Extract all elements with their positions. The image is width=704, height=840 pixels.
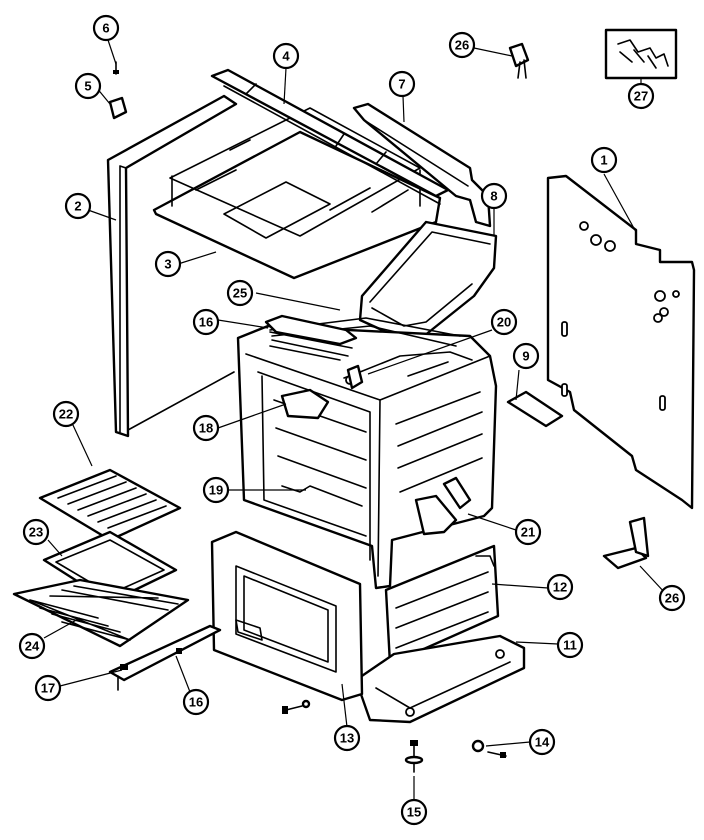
callout-13: 13 xyxy=(333,724,361,752)
callout-22: 22 xyxy=(52,400,80,428)
callout-15: 15 xyxy=(400,798,428,826)
callout-label: 5 xyxy=(84,79,91,94)
callout-26-top: 26 xyxy=(448,31,476,59)
callout-label: 24 xyxy=(25,639,40,654)
callout-26-side: 26 xyxy=(658,584,686,612)
part-base-pan xyxy=(354,634,526,724)
leader-lines xyxy=(43,39,667,800)
callout-label: 23 xyxy=(29,525,43,540)
callout-label: 14 xyxy=(535,735,550,750)
callout-label: 18 xyxy=(199,421,213,436)
callout-label: 13 xyxy=(340,731,354,746)
callout-label: 21 xyxy=(521,525,535,540)
callout-11: 11 xyxy=(556,631,584,659)
callout-21: 21 xyxy=(514,518,542,546)
callout-8: 8 xyxy=(480,182,508,210)
part-wire-connector xyxy=(508,42,530,79)
part-terminal-block xyxy=(604,28,678,80)
part-top-rail xyxy=(210,68,450,205)
callout-label: 12 xyxy=(553,580,567,595)
part-bracket xyxy=(506,390,564,428)
callout-label: 17 xyxy=(41,681,55,696)
part-screws-front xyxy=(282,699,311,714)
callout-label: 25 xyxy=(233,286,247,301)
part-oven-cavity xyxy=(236,317,498,590)
callout-label: 11 xyxy=(563,638,577,653)
callout-2: 2 xyxy=(64,192,92,220)
callout-23: 23 xyxy=(22,518,50,546)
callout-9: 9 xyxy=(512,342,540,370)
callout-label: 16 xyxy=(199,315,213,330)
part-oven-rack xyxy=(12,578,190,648)
callout-17: 17 xyxy=(34,674,62,702)
part-right-side-panel xyxy=(546,174,696,510)
callout-label: 3 xyxy=(164,257,171,272)
part-valve xyxy=(414,476,472,536)
callout-1: 1 xyxy=(590,146,618,174)
part-side-baffle xyxy=(384,544,500,666)
callout-19: 19 xyxy=(202,476,230,504)
callout-25: 25 xyxy=(226,279,254,307)
part-igniter-tube xyxy=(343,351,473,390)
part-burner-tube xyxy=(264,314,358,361)
callout-6: 6 xyxy=(92,14,120,42)
callout-label: 2 xyxy=(74,199,81,214)
callout-7: 7 xyxy=(388,70,416,98)
callout-16-rail: 16 xyxy=(182,688,210,716)
callout-5: 5 xyxy=(74,72,102,100)
callout-label: 9 xyxy=(522,349,529,364)
part-left-side-panel xyxy=(106,94,238,438)
callout-label: 1 xyxy=(600,153,607,168)
part-angle-bracket xyxy=(602,516,650,570)
part-drawer-front xyxy=(210,530,364,702)
callout-20: 20 xyxy=(490,308,518,336)
callout-label: 19 xyxy=(209,483,223,498)
part-flue-panel xyxy=(352,102,492,228)
callout-label: 6 xyxy=(102,21,109,36)
callout-12: 12 xyxy=(546,573,574,601)
part-broiler-grid xyxy=(38,468,182,542)
callout-18: 18 xyxy=(192,414,220,442)
callout-label: 8 xyxy=(490,189,497,204)
callout-label: 22 xyxy=(59,407,73,422)
callout-4: 4 xyxy=(272,42,300,70)
callout-label: 26 xyxy=(455,38,469,53)
callout-label: 7 xyxy=(398,77,405,92)
callout-14: 14 xyxy=(528,728,556,756)
part-clip xyxy=(108,96,128,120)
callout-label: 27 xyxy=(634,89,648,104)
callout-label: 15 xyxy=(407,805,421,820)
part-leveling-leg xyxy=(404,740,424,773)
part-rail xyxy=(108,624,222,691)
callout-16-top: 16 xyxy=(192,308,220,336)
part-burner xyxy=(280,388,330,420)
callout-label: 4 xyxy=(282,49,290,64)
callout-label: 16 xyxy=(189,695,203,710)
callout-3: 3 xyxy=(154,250,182,278)
callout-label: 26 xyxy=(665,591,679,606)
callout-24: 24 xyxy=(18,632,46,660)
callout-label: 20 xyxy=(497,315,511,330)
part-leg-cap xyxy=(471,739,507,758)
callout-27: 27 xyxy=(627,82,655,110)
